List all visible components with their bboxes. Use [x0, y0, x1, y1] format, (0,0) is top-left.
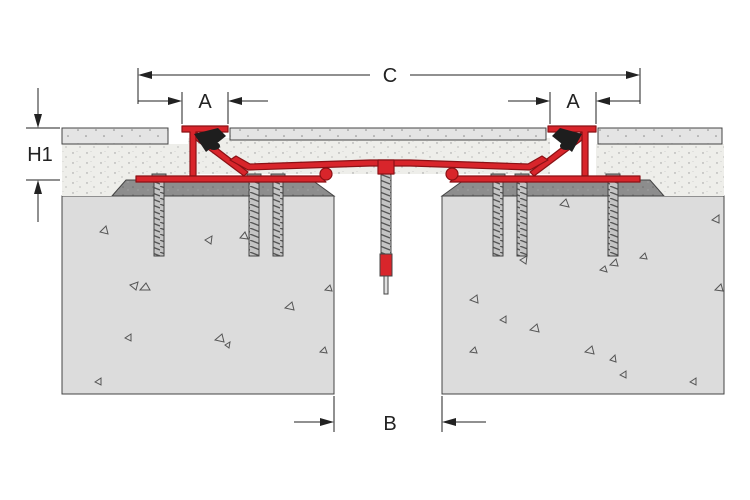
- label-a-left: A: [198, 91, 212, 113]
- label-c: C: [383, 65, 397, 87]
- label-a-right: A: [566, 91, 580, 113]
- profile-clip-left: [319, 167, 333, 181]
- concrete-aggregate: [94, 198, 724, 386]
- concrete-slab-left: [61, 195, 335, 395]
- rubber-seal-left-small: [208, 142, 220, 150]
- center-bolt: [379, 171, 393, 295]
- tile-right: [597, 127, 723, 145]
- dimension-a-right: A: [508, 91, 640, 124]
- screw-left-2: [246, 173, 262, 257]
- dimension-h1: H1: [26, 88, 60, 222]
- dimension-c: C: [137, 65, 641, 104]
- profile-right-base: [449, 175, 641, 183]
- profile-center-stem: [377, 159, 395, 175]
- profile-clip-right: [445, 167, 459, 181]
- screw-right-2: [514, 173, 530, 257]
- rubber-seals: [194, 128, 582, 152]
- tile-center-cover: [229, 127, 547, 141]
- screw-right-1: [490, 173, 506, 257]
- label-h1: H1: [27, 144, 53, 166]
- screw-right-3: [605, 173, 621, 257]
- rubber-seal-right: [552, 128, 582, 152]
- rubber-seal-left: [194, 128, 226, 152]
- dimension-b: B: [294, 396, 486, 435]
- dimension-a-left: A: [138, 91, 268, 124]
- screw-left-1: [151, 173, 167, 257]
- label-b: B: [383, 413, 396, 435]
- profile-left-base: [135, 175, 327, 183]
- tile-left: [61, 127, 169, 145]
- concrete-slab-right: [441, 195, 725, 395]
- rubber-seal-right-small: [560, 142, 572, 150]
- screw-left-3: [270, 173, 286, 257]
